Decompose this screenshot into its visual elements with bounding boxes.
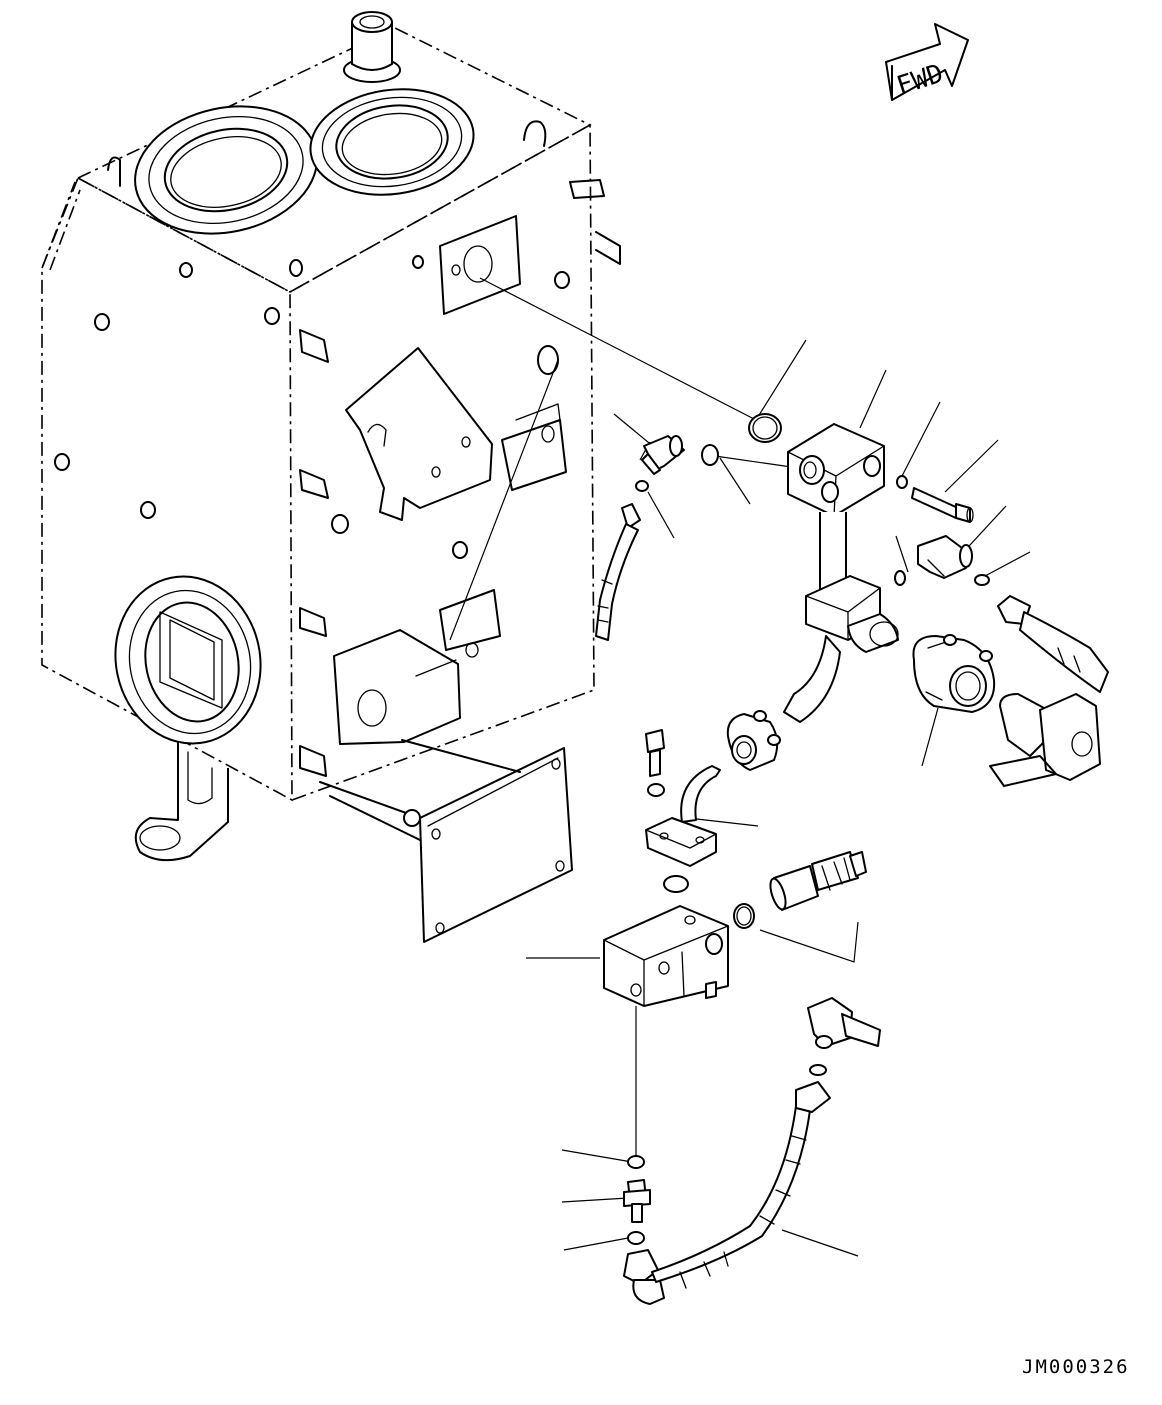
lifting-lug-right bbox=[523, 120, 547, 147]
flange-bolt bbox=[645, 729, 665, 797]
drawing-code: JM000326 bbox=[1022, 1356, 1130, 1378]
quick-coupler bbox=[726, 710, 781, 771]
o-ring-lower-2 bbox=[627, 1231, 645, 1245]
valve-bracket-right bbox=[989, 693, 1101, 787]
nipple-fitting bbox=[623, 1179, 651, 1223]
relief-valve-cartridge bbox=[769, 851, 867, 911]
clip-1 bbox=[299, 329, 329, 363]
bracket-lower bbox=[333, 629, 461, 745]
transmission-housing bbox=[41, 11, 621, 943]
o-ring-large bbox=[748, 413, 782, 443]
valve-block-lower bbox=[603, 905, 729, 1007]
bearing-cover bbox=[114, 575, 262, 745]
bolt bbox=[911, 487, 974, 523]
port-pad-upper bbox=[439, 215, 521, 315]
hose-upper-right bbox=[997, 595, 1109, 693]
bracket-upper bbox=[345, 347, 493, 521]
filler-neck bbox=[351, 21, 393, 71]
hose-clamp-lower bbox=[439, 589, 501, 651]
front-cover-plate bbox=[419, 747, 573, 943]
lifting-lug-left bbox=[107, 156, 121, 187]
clip-2 bbox=[299, 469, 329, 499]
top-opening-left bbox=[134, 105, 318, 235]
elbow-fitting-right bbox=[917, 535, 973, 579]
elbow-fitting-upper bbox=[641, 435, 685, 475]
hose-upper-left bbox=[595, 503, 641, 641]
o-rings bbox=[627, 413, 990, 1245]
top-opening-right bbox=[309, 88, 475, 196]
pipe-flange bbox=[645, 765, 721, 867]
o-ring-small-4 bbox=[635, 480, 649, 492]
valve-block-upper bbox=[783, 423, 899, 723]
hose-clamp-upper bbox=[501, 419, 567, 491]
fwd-direction-arrow: FWD bbox=[885, 23, 969, 102]
o-ring-washer bbox=[896, 475, 908, 489]
o-ring-flange bbox=[663, 875, 689, 893]
o-ring-lower-1 bbox=[627, 1155, 645, 1169]
clip-top bbox=[569, 179, 605, 199]
swivel-joint bbox=[912, 634, 996, 713]
clip-3 bbox=[299, 607, 327, 637]
o-ring-small-2 bbox=[894, 570, 906, 586]
o-ring-small-1 bbox=[701, 444, 719, 466]
mounting-foot bbox=[134, 742, 229, 862]
elbow-fitting-lower bbox=[807, 997, 881, 1049]
o-ring-small-3 bbox=[974, 574, 990, 586]
hose-lower bbox=[623, 1064, 831, 1305]
clip-4 bbox=[299, 745, 327, 777]
